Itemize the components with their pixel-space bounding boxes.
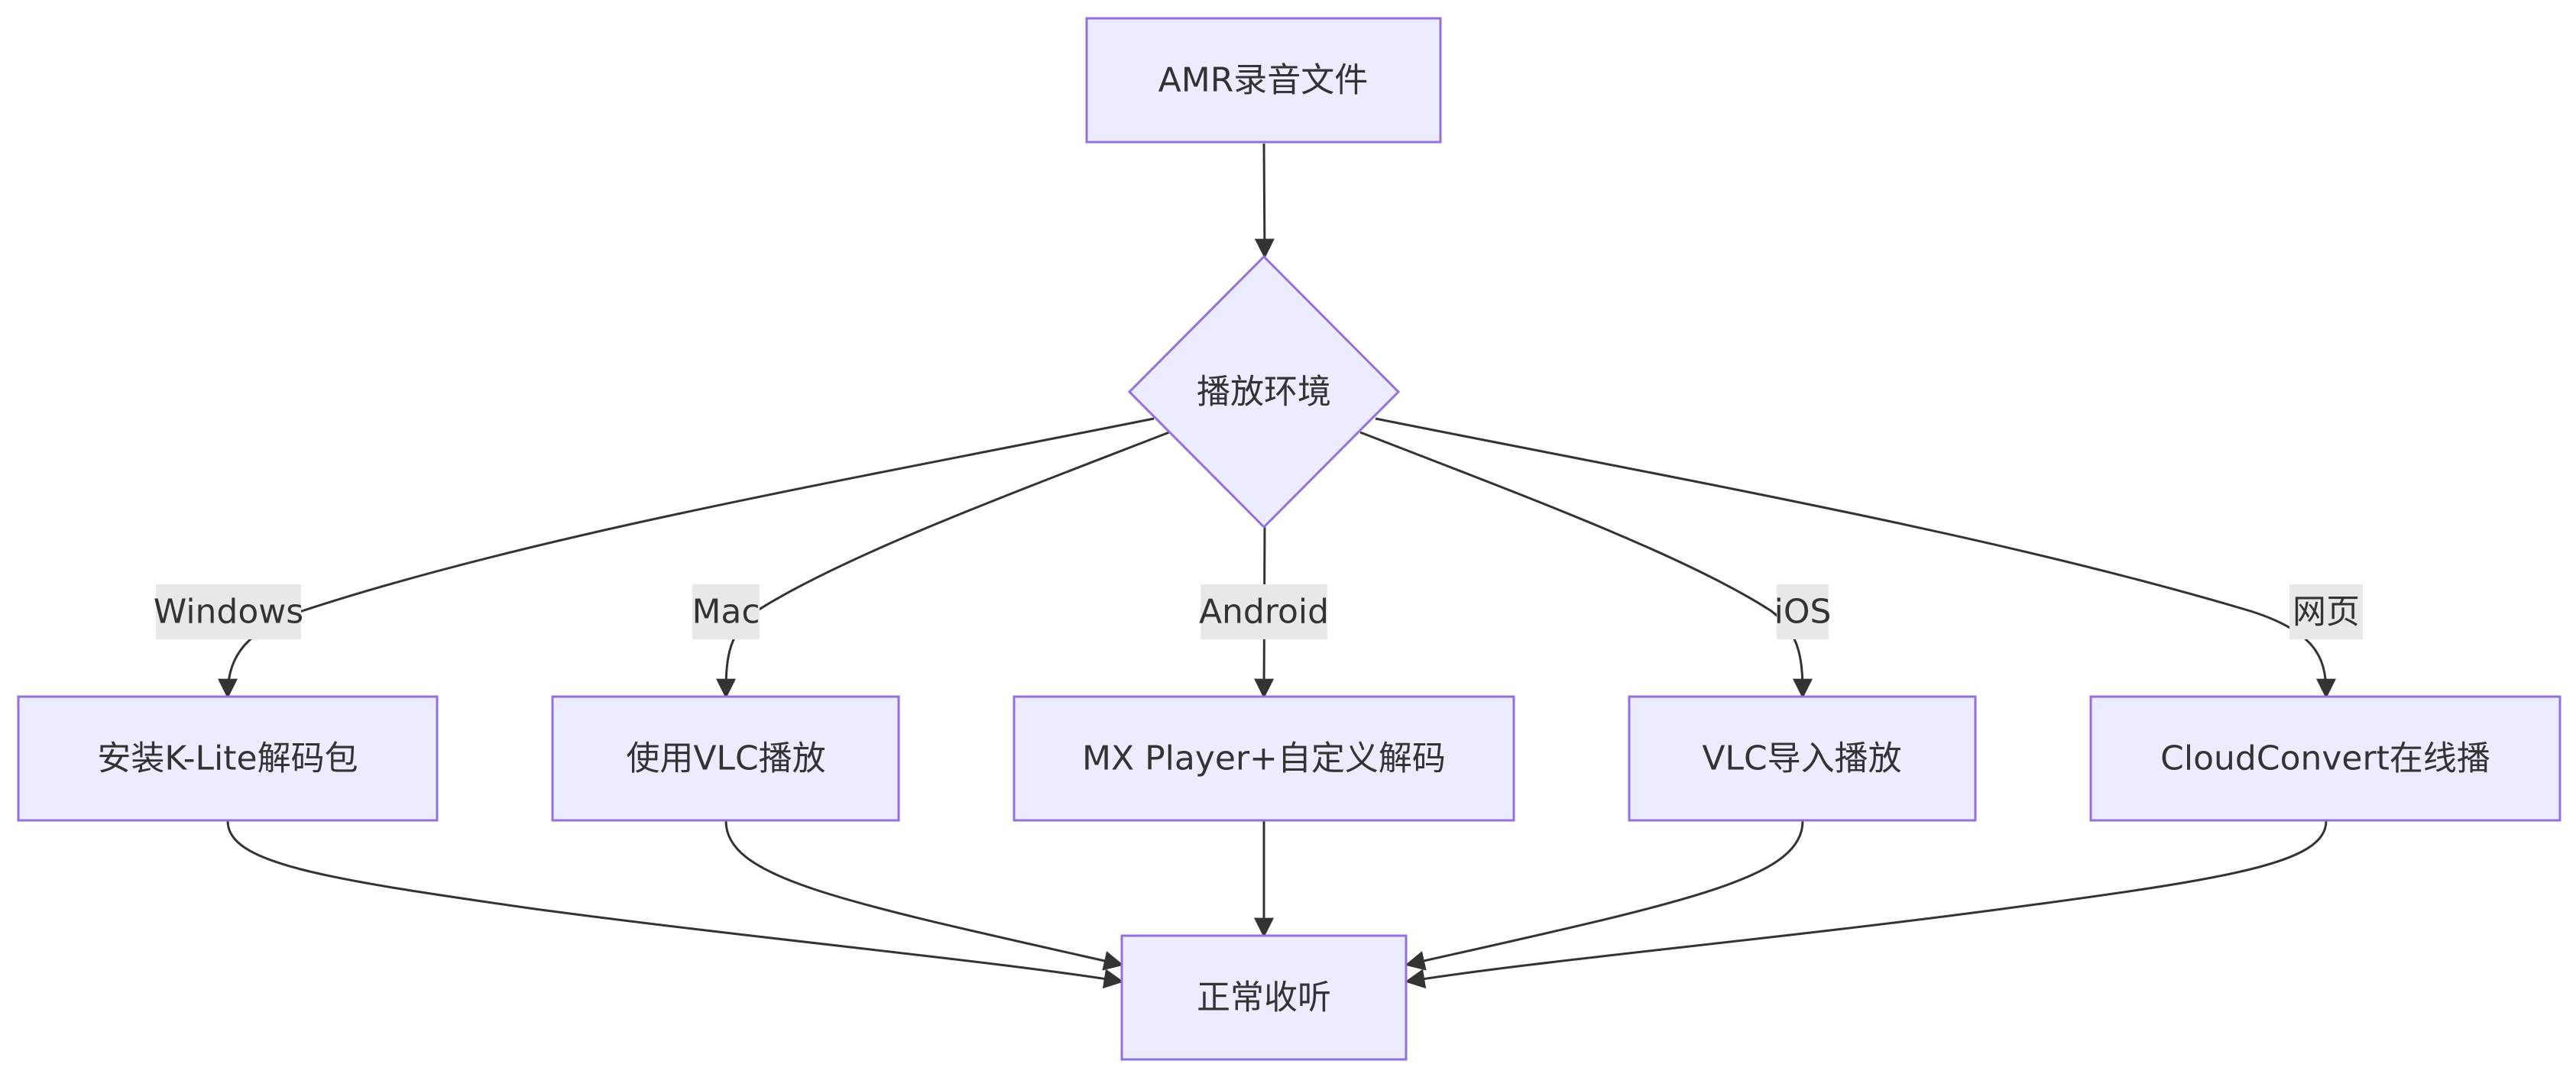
edge-label-mac: Mac bbox=[692, 584, 760, 639]
edge-source-to-decision bbox=[1254, 143, 1275, 259]
node-windows-action-label: 安装K-Lite解码包 bbox=[97, 739, 358, 778]
edge-ios-to-result bbox=[1405, 820, 1804, 971]
edge-labels: Windows Mac Android iOS 网页 bbox=[154, 584, 2363, 639]
node-source: AMR录音文件 bbox=[1085, 17, 1442, 144]
node-web-action: CloudConvert在线播 bbox=[2089, 695, 2561, 822]
edge-label-ios-text: iOS bbox=[1774, 593, 1832, 632]
node-decision-label: 播放环境 bbox=[1197, 373, 1331, 412]
edge-label-ios: iOS bbox=[1774, 584, 1832, 639]
node-decision: 播放环境 bbox=[1127, 254, 1401, 529]
node-source-label: AMR录音文件 bbox=[1158, 61, 1369, 100]
node-mac-action-label: 使用VLC播放 bbox=[626, 739, 825, 778]
node-mac-action: 使用VLC播放 bbox=[551, 695, 900, 822]
edge-label-android: Android bbox=[1199, 584, 1329, 639]
node-windows-action: 安装K-Lite解码包 bbox=[17, 695, 439, 822]
edge-label-windows: Windows bbox=[154, 584, 303, 639]
edge-label-windows-text: Windows bbox=[154, 593, 303, 632]
nodes: AMR录音文件 播放环境 安装K-Lite解码包 使用VLC播放 MX Play… bbox=[17, 17, 2561, 1061]
edge-decision-to-windows bbox=[218, 417, 1155, 699]
edge-label-web: 网页 bbox=[2289, 584, 2363, 639]
edge-mac-to-result bbox=[724, 820, 1124, 971]
node-android-action-label: MX Player+自定义解码 bbox=[1082, 739, 1446, 778]
edge-windows-to-result bbox=[226, 820, 1124, 989]
node-result: 正常收听 bbox=[1120, 934, 1408, 1061]
edge-decision-to-ios bbox=[1359, 431, 1813, 699]
node-web-action-label: CloudConvert在线播 bbox=[2160, 739, 2490, 778]
edge-decision-to-web bbox=[1375, 417, 2336, 699]
edge-label-web-text: 网页 bbox=[2292, 593, 2360, 632]
edges bbox=[218, 143, 2336, 989]
edge-label-android-text: Android bbox=[1199, 593, 1329, 632]
edge-decision-to-mac bbox=[716, 431, 1170, 699]
node-result-label: 正常收听 bbox=[1197, 978, 1331, 1017]
edge-label-mac-text: Mac bbox=[692, 593, 760, 632]
node-android-action: MX Player+自定义解码 bbox=[1013, 695, 1515, 822]
node-ios-action-label: VLC导入播放 bbox=[1702, 739, 1901, 778]
node-ios-action: VLC导入播放 bbox=[1628, 695, 1977, 822]
edge-web-to-result bbox=[1405, 820, 2328, 989]
